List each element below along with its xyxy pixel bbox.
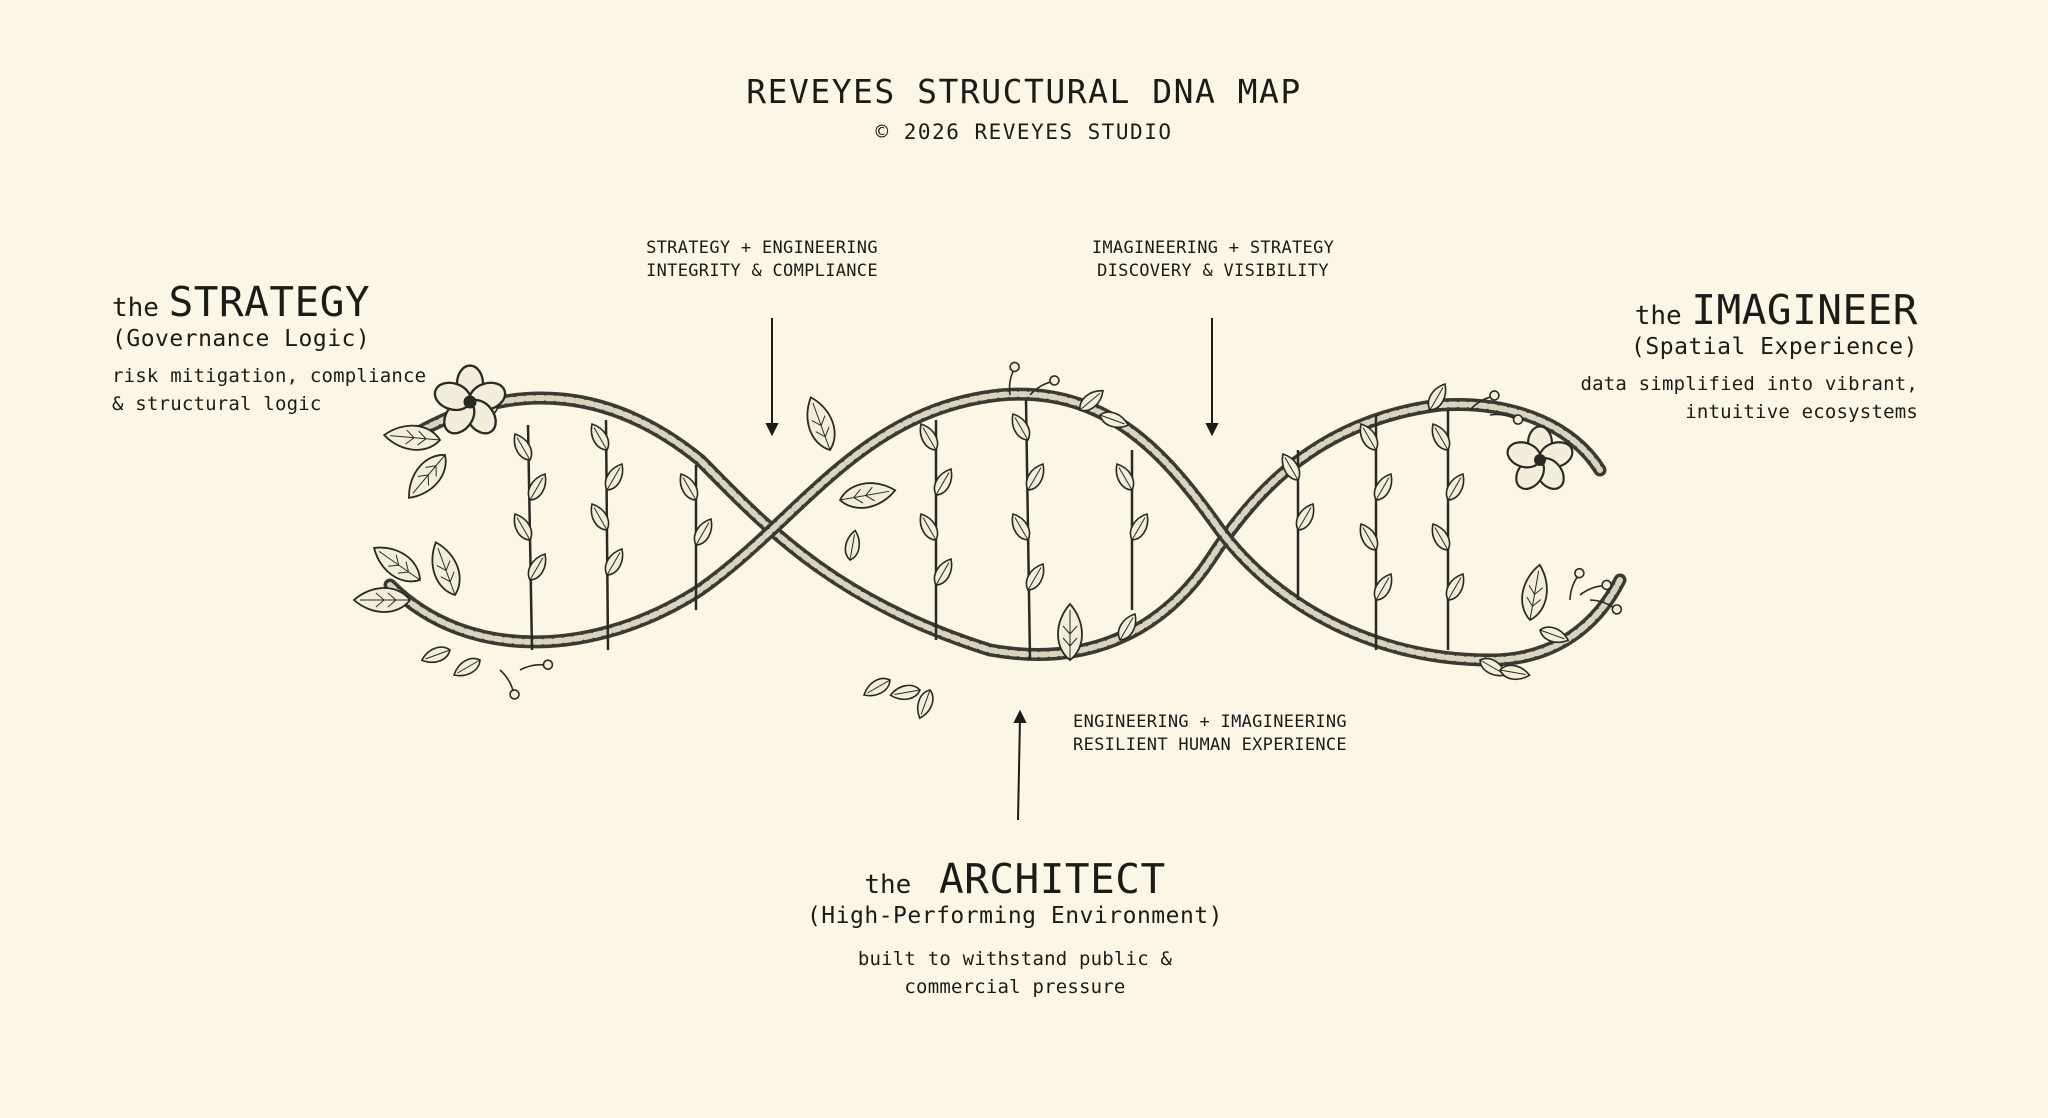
role-subtitle: (Spatial Experience): [1631, 334, 1918, 360]
connector-engineering-imagineering: ENGINEERING + IMAGINEERING RESILIENT HUM…: [1060, 711, 1360, 757]
role-description-line: risk mitigation, compliance: [112, 365, 427, 387]
role-description-line: data simplified into vibrant,: [1580, 373, 1918, 395]
role-description-line: commercial pressure: [904, 976, 1126, 998]
connector-subtitle: DISCOVERY & VISIBILITY: [1097, 261, 1329, 281]
role-name: ARCHITECT: [938, 855, 1166, 903]
role-heading: the ARCHITECT: [0, 855, 2030, 903]
role-description-line: built to withstand public &: [857, 948, 1173, 970]
connector-subtitle: INTEGRITY & COMPLIANCE: [646, 261, 878, 281]
connector-title: IMAGINEERING + STRATEGY: [1091, 238, 1335, 258]
role-strategy: the STRATEGY (Governance Logic) risk mit…: [112, 278, 452, 418]
role-architect: the ARCHITECT (High-Performing Environme…: [0, 855, 2030, 1001]
role-subtitle: (Governance Logic): [112, 326, 371, 352]
role-prefix: the: [112, 293, 159, 323]
role-heading: the STRATEGY: [112, 278, 452, 326]
header: REVEYES STRUCTURAL DNA MAP © 2026 REVEYE…: [0, 70, 2048, 144]
role-prefix: the: [1634, 301, 1682, 331]
role-imagineer: the IMAGINEER (Spatial Experience) data …: [1518, 286, 1918, 426]
connector-imagineering-strategy: IMAGINEERING + STRATEGY DISCOVERY & VISI…: [1070, 237, 1356, 283]
role-subtitle: (High-Performing Environment): [806, 903, 1224, 929]
role-description-line: intuitive ecosystems: [1685, 401, 1918, 423]
connector-strategy-engineering: STRATEGY + ENGINEERING INTEGRITY & COMPL…: [620, 237, 904, 283]
role-name: IMAGINEER: [1691, 286, 1918, 334]
role-prefix: the: [864, 870, 912, 900]
connector-title: ENGINEERING + IMAGINEERING: [1073, 712, 1347, 732]
role-description: built to withstand public & commercial p…: [0, 945, 2030, 1001]
page-title: REVEYES STRUCTURAL DNA MAP: [746, 72, 1302, 111]
connector-subtitle: RESILIENT HUMAN EXPERIENCE: [1073, 735, 1347, 755]
role-name: STRATEGY: [168, 278, 371, 326]
page-subtitle: © 2026 REVEYES STUDIO: [875, 120, 1173, 144]
role-description: risk mitigation, compliance & structural…: [112, 362, 452, 418]
role-description-line: & structural logic: [112, 393, 322, 415]
role-description: data simplified into vibrant, intuitive …: [1518, 370, 1918, 426]
connector-title: STRATEGY + ENGINEERING: [646, 238, 878, 258]
role-heading: the IMAGINEER: [1518, 286, 1918, 334]
